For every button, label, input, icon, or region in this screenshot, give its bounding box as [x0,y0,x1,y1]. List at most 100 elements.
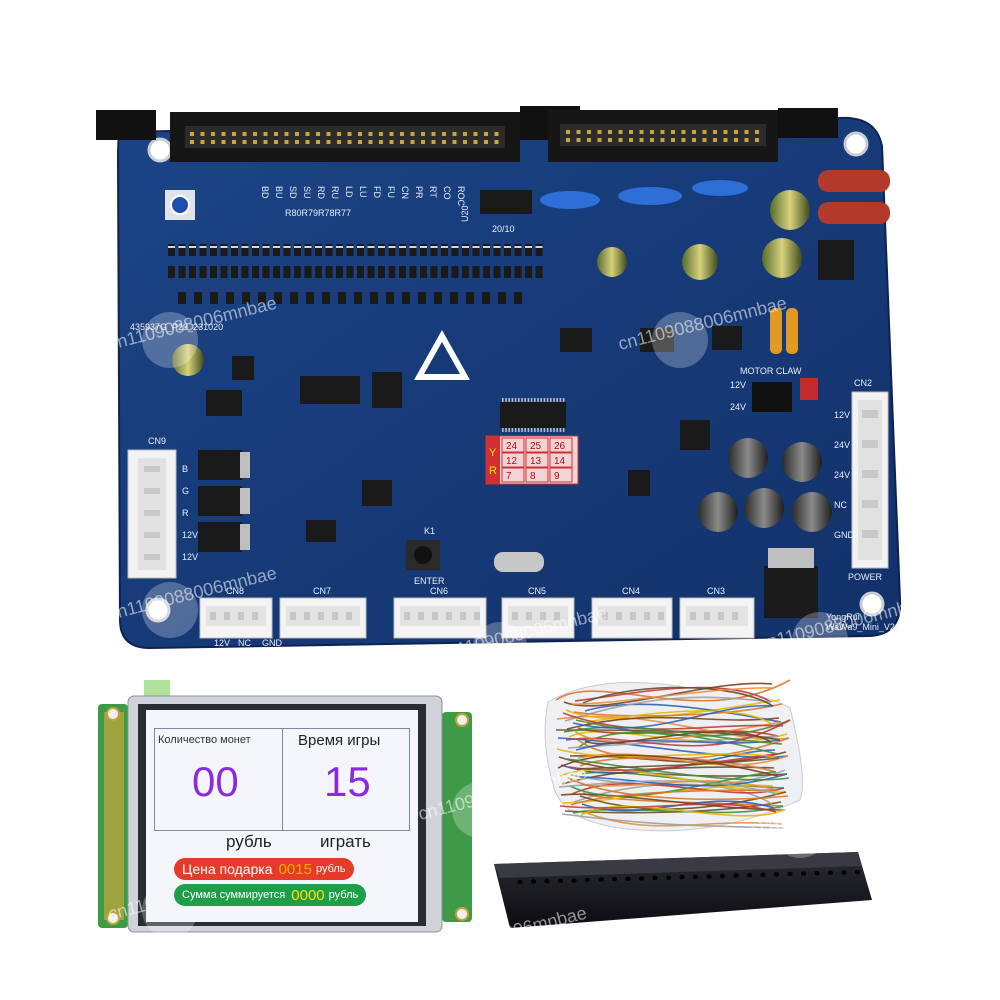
mounting-hole [145,597,171,623]
gift-price-value: 0015 [278,860,312,878]
sticker-cell: 24 [506,441,518,452]
connector-label-cn2: CN2 [854,378,872,388]
idc-header-right [520,106,838,162]
idc-header-left [96,110,520,162]
svg-text:Y: Y [489,447,497,459]
top-pin-label: RU [330,186,340,199]
sticker-cell: 26 [554,441,566,452]
voltage-label-24v: 24V [730,402,746,412]
connector-label-cn8: CN8 [226,586,244,596]
mounting-hole [859,591,885,617]
sticker-cell: 7 [506,471,512,482]
chip-label: U20 [460,205,470,222]
cn9-pin-label: R [182,508,189,518]
connector-power[interactable] [851,391,889,569]
jumper-cap [800,378,818,400]
power-pin-label: 24V [834,440,850,450]
cn8-pin-label: 12V [214,638,230,648]
sticker-cell: 13 [530,456,542,467]
connector-cn6[interactable] [393,597,487,639]
sum-value: 0000 [291,886,325,904]
connector-label-cn4: CN4 [622,586,640,596]
connector-label-cn7: CN7 [313,586,331,596]
top-pin-label: LD [344,186,354,198]
enter-label: ENTER [414,576,445,586]
connector-cn5[interactable] [501,597,575,639]
gift-price-unit: рубль [315,863,346,875]
ceramic-capacitors [540,180,748,209]
top-pin-label: FU [386,186,396,198]
cn9-pin-label: B [182,464,188,474]
resistor-labels: R80R79R78R77 [285,208,351,218]
jumper-header [752,382,792,412]
top-pin-label: RT [428,186,438,198]
key-label: K1 [424,526,435,536]
mounting-hole [147,137,173,163]
top-pin-label: RD [316,186,326,199]
safety-capacitor [818,170,890,192]
connector-cn7[interactable] [279,597,367,639]
svg-text:R: R [489,465,497,477]
enter-button[interactable] [406,540,440,570]
cn9-pin-label: 12V [182,552,198,562]
top-pin-label: LU [358,186,368,198]
connector-label-cn3: CN3 [707,586,725,596]
model-label: WaWa9_Mini_V21 [826,622,900,632]
ruble-label: рубль [226,832,272,851]
sum-label: Сумма суммируется [182,889,286,901]
safety-capacitor [818,202,890,224]
count-label: 20/10 [492,224,515,234]
ic-chip [480,190,532,214]
top-pin-label: CO [442,186,452,200]
top-pin-label: SU [302,186,312,199]
cn9-pin-label: 12V [182,530,198,540]
time-title: Время игры [298,732,381,749]
power-pin-label: NC [834,500,847,510]
mounting-hole [843,131,869,157]
top-pin-label: FD [372,186,382,198]
mcu-chip [500,402,566,428]
top-pin-label: BD [260,186,270,199]
connector-cn8[interactable] [199,597,273,639]
connector-cn4[interactable] [591,597,673,639]
connector-cn3[interactable] [679,597,755,639]
connector-label-cn6: CN6 [430,586,448,596]
gift-price-label: Цена подарка [182,861,273,877]
sticker-cell: 12 [506,456,518,467]
regulator-chip [818,240,854,280]
black-plastic-tray [494,852,872,928]
electrolytic-capacitors [172,190,810,376]
crystal-oscillator [494,552,544,572]
lcd-screen: Количество монет Время игры 00 15 рубль … [146,710,418,922]
voltage-regulator [764,566,818,618]
power-pin-label: 24V [834,470,850,480]
cn8-pin-label: GND [262,638,283,648]
top-pin-label: SD [288,186,298,199]
brand-label: YongRui [826,612,860,622]
coins-title: Количество монет [158,734,251,746]
date-code: 435937G_P29_231020 [130,322,223,332]
top-pin-label: CN [400,186,410,199]
wire-harness-bundle [544,679,803,832]
sticker-cell: 8 [530,471,536,482]
voltage-label-12v: 12V [730,380,746,390]
time-value: 15 [324,758,371,805]
cn8-pin-label: NC [238,638,251,648]
power-capacitors [698,438,832,532]
top-pin-label: ROC [456,186,466,207]
sticker-cell: 25 [530,441,542,452]
gift-price-pill: Цена подарка 0015 рубль [174,858,354,880]
fuse [770,308,782,354]
smd-chips [206,326,742,542]
fuse [786,308,798,354]
play-label: играть [320,832,371,851]
sticker-cell: 9 [554,471,560,482]
sum-unit: рубль [328,889,359,901]
resistor-row [168,244,543,278]
power-pin-label: 12V [834,410,850,420]
coins-value: 00 [192,758,239,805]
power-label: POWER [848,572,883,582]
